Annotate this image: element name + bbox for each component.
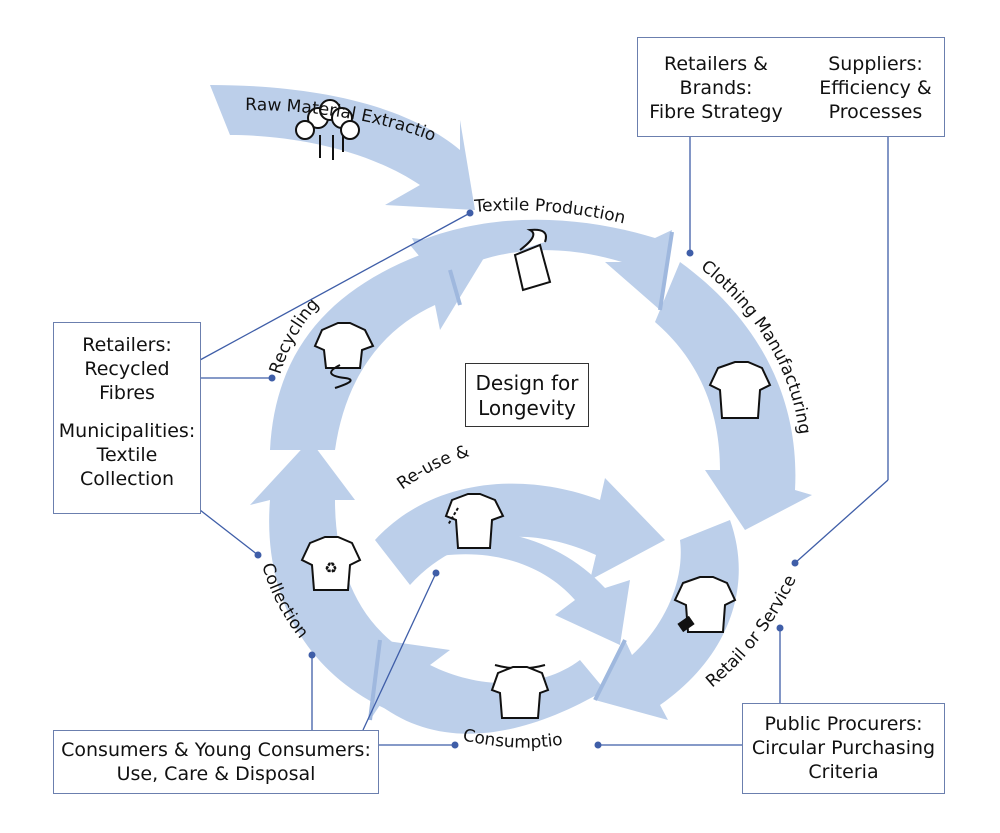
arrow-retail	[595, 520, 739, 720]
tshirt-tag-icon	[673, 576, 737, 633]
arrow-reuse-upper	[375, 478, 665, 585]
tshirt-recycle-icon: ♻	[300, 536, 362, 591]
arrow-recycling	[270, 238, 490, 450]
cotton-plant-icon	[295, 99, 360, 160]
box-line: Fibre Strategy	[649, 101, 783, 123]
box-line: Textile	[96, 444, 158, 466]
arrow-edge	[448, 269, 462, 306]
retailers-brands-box: Retailers & Brands: Fibre Strategy	[646, 52, 786, 124]
box-line: Public Procurers:	[764, 713, 923, 735]
box-line: Recycled	[84, 358, 170, 380]
box-line: Retailers &	[664, 53, 768, 75]
fabric-roll-icon	[513, 228, 552, 292]
arrow-textile-production	[410, 219, 672, 310]
box-line: Processes	[828, 101, 923, 123]
box-line: Consumers & Young Consumers:	[61, 739, 371, 761]
arrow-edge	[368, 639, 382, 721]
design-for-longevity-box: Design for Longevity	[465, 363, 589, 427]
box-line: Brands:	[679, 77, 753, 99]
svg-text:♻: ♻	[324, 559, 337, 577]
connector-lines	[199, 135, 889, 746]
tshirt-recycling-icon	[313, 322, 375, 389]
arrow-edge	[593, 639, 627, 701]
box-line: Fibres	[99, 382, 155, 404]
box-line: Retailers:	[82, 334, 172, 356]
suppliers-box: Suppliers: Efficiency & Processes	[808, 52, 943, 124]
spacer	[54, 405, 200, 419]
box-line: Efficiency &	[819, 77, 932, 99]
tshirt-clothesline-icon	[490, 664, 550, 719]
box-line: Collection	[80, 468, 174, 490]
arrow-consumption	[370, 640, 605, 734]
box-line: Criteria	[808, 761, 879, 783]
box-line: Design for	[475, 371, 579, 395]
box-line: Use, Care & Disposal	[116, 763, 316, 785]
box-line: Suppliers:	[828, 53, 923, 75]
stakeholder-box-left: Retailers: Recycled Fibres Municipalitie…	[53, 322, 201, 514]
arrow-edge	[658, 231, 674, 311]
tshirt-repair-icon	[444, 493, 505, 549]
arrow-reuse-lower	[420, 530, 630, 645]
public-procurers-box: Public Procurers: Circular Purchasing Cr…	[742, 703, 945, 794]
box-line: Circular Purchasing	[751, 737, 936, 759]
label-raw-material: Raw Material Extraction	[0, 0, 438, 146]
tshirt-clothing-icon	[708, 361, 772, 419]
connector-dots	[254, 209, 799, 749]
box-line: Municipalities:	[58, 420, 196, 442]
box-line: Longevity	[478, 396, 576, 420]
stakeholder-box-top: Retailers & Brands: Fibre Strategy Suppl…	[637, 37, 945, 137]
consumers-box: Consumers & Young Consumers: Use, Care &…	[53, 730, 379, 794]
